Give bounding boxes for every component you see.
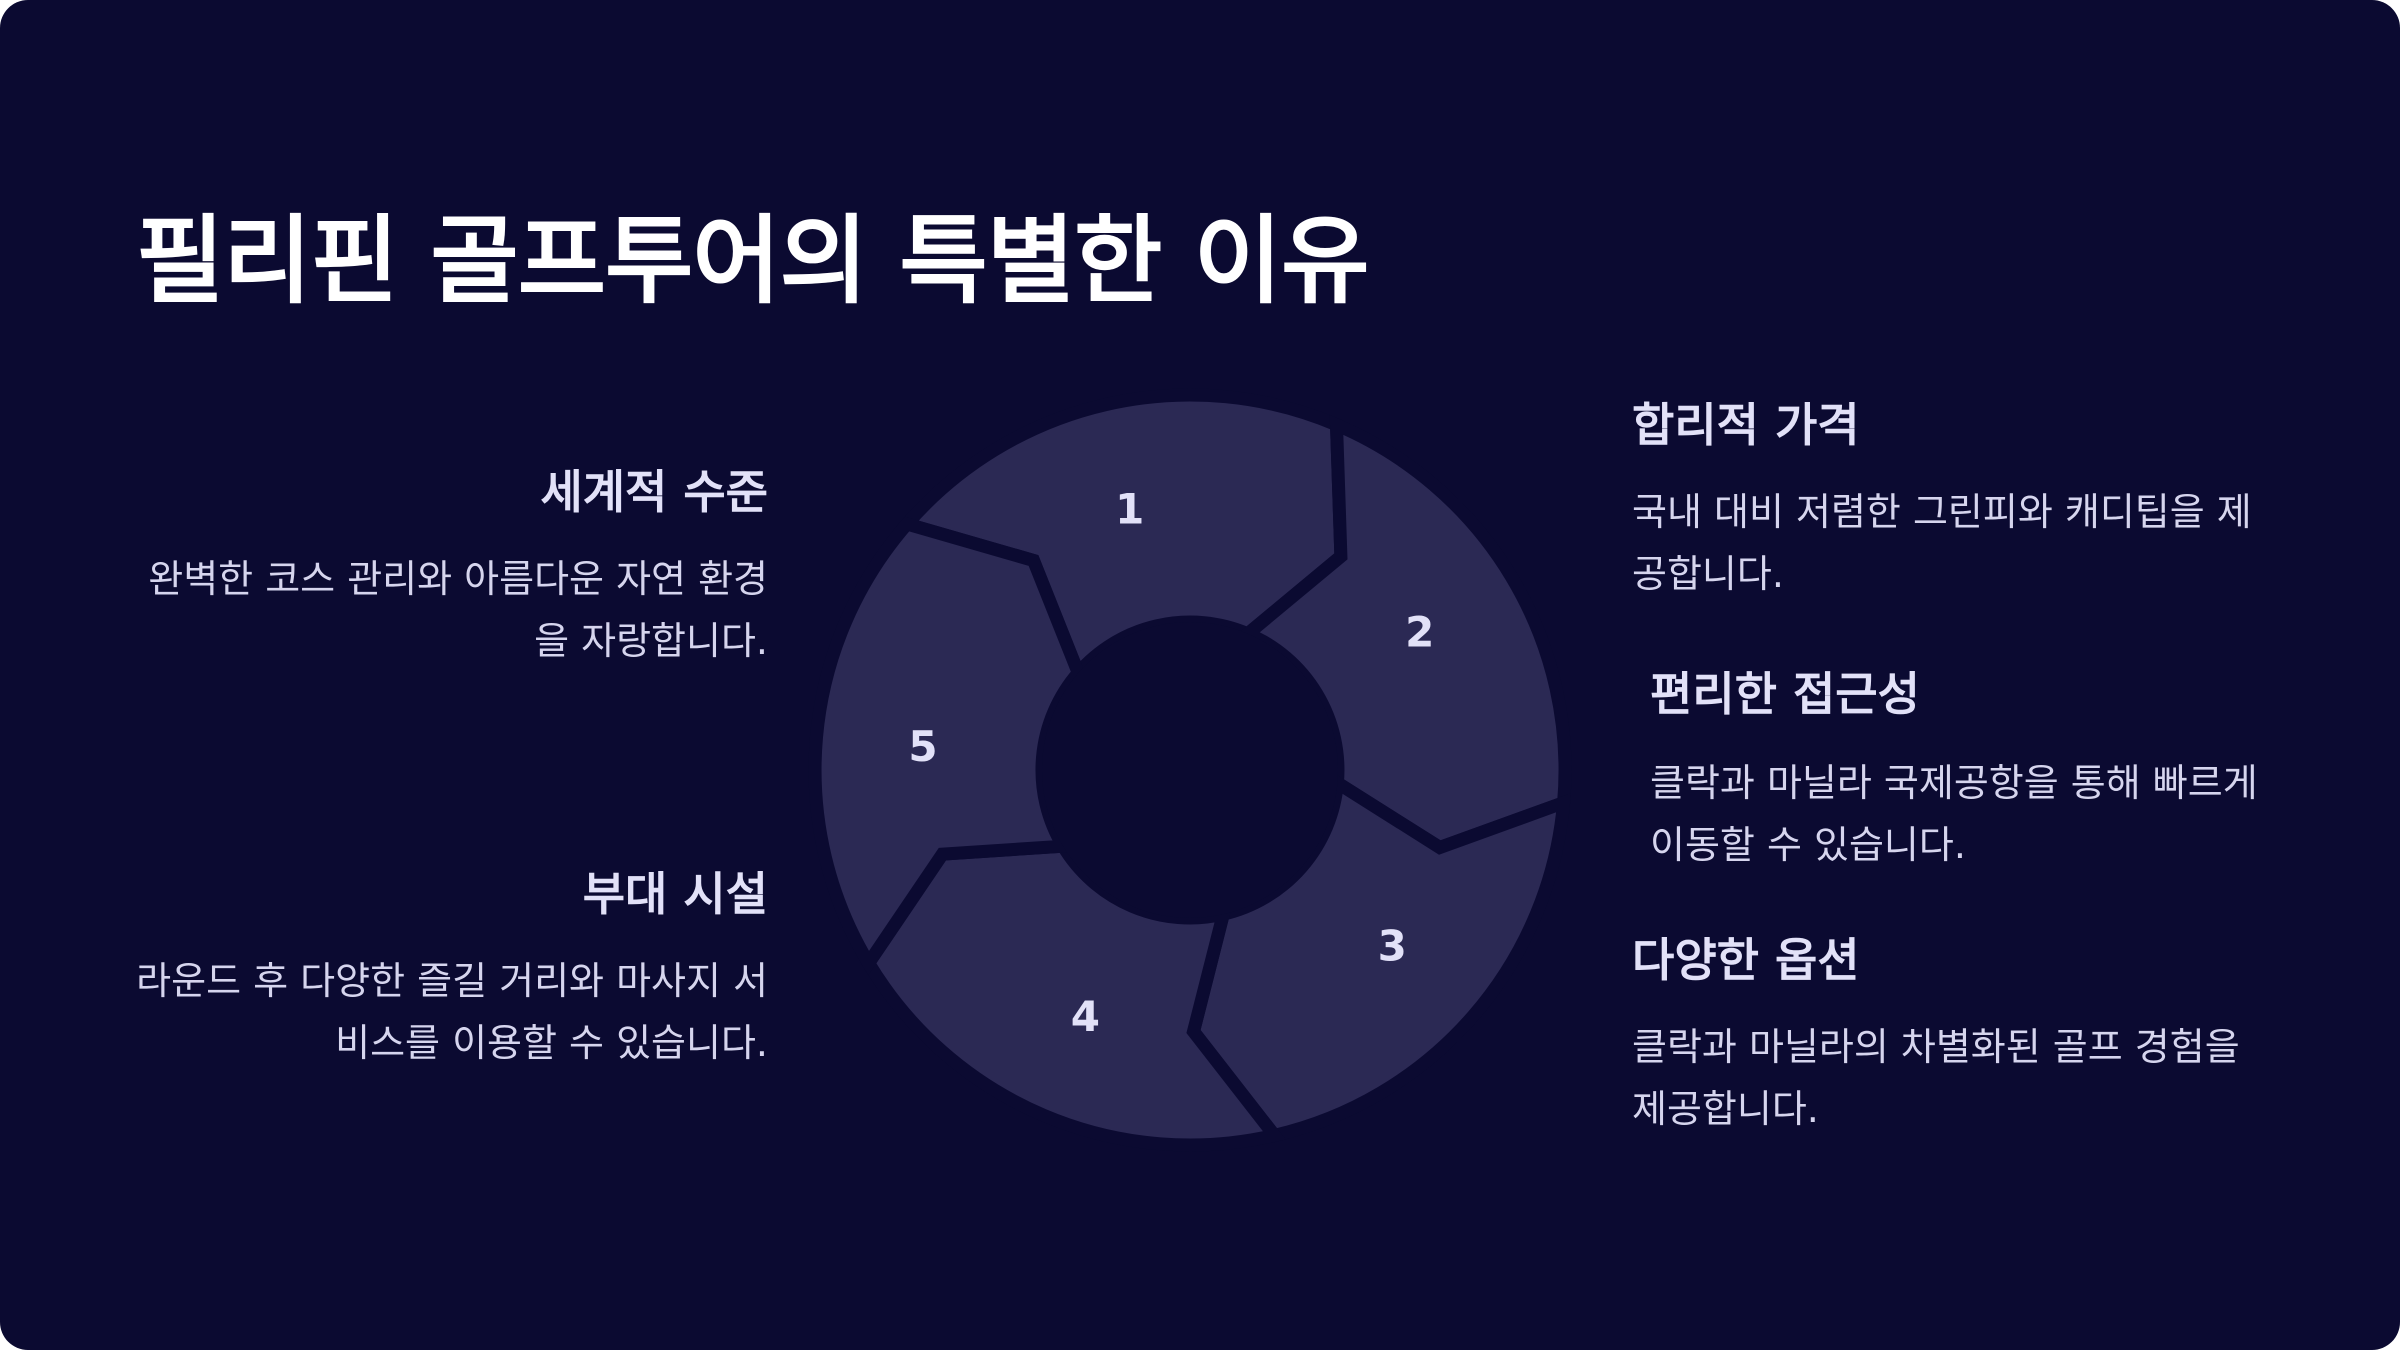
cycle-step-number: 4	[1071, 992, 1100, 1041]
cycle-step-number: 5	[908, 722, 937, 771]
feature-heading: 세계적 수준	[540, 465, 768, 519]
cycle-step-number: 1	[1115, 484, 1144, 533]
feature-description: 클락과 마닐라의 차별화된 골프 경험을 제공합니다.	[1632, 1025, 2240, 1131]
cycle-labels: 1 2 3 4 5	[908, 484, 1434, 1041]
feature-heading: 다양한 옵션	[1632, 933, 1860, 987]
feature-description: 국내 대비 저렴한 그린피와 캐디팁을 제공합니다.	[1632, 490, 2252, 596]
feature-facilities: 부대 시설 라운드 후 다양한 즐길 거리와 마사지 서비스를 이용할 수 있습…	[130, 864, 768, 1074]
feature-description: 완벽한 코스 관리와 아름다운 자연 환경을 자랑합니다.	[148, 557, 768, 663]
feature-access: 편리한 접근성 클락과 마닐라 국제공항을 통해 빠르게 이동할 수 있습니다.	[1650, 664, 2290, 876]
feature-heading: 부대 시설	[582, 867, 768, 921]
cycle-center	[1042, 622, 1338, 918]
cycle-step-number: 2	[1405, 608, 1434, 657]
feature-heading: 합리적 가격	[1632, 398, 1860, 452]
feature-description: 라운드 후 다양한 즐길 거리와 마사지 서비스를 이용할 수 있습니다.	[136, 959, 768, 1065]
feature-options: 다양한 옵션 클락과 마닐라의 차별화된 골프 경험을 제공합니다.	[1632, 930, 2272, 1140]
cycle-diagram: 1 2 3 4 5	[808, 388, 1572, 1152]
cycle-segments	[808, 388, 1572, 1152]
feature-world-class: 세계적 수준 완벽한 코스 관리와 아름다운 자연 환경을 자랑합니다.	[130, 462, 768, 672]
cycle-step-number: 3	[1378, 921, 1407, 970]
feature-heading: 편리한 접근성	[1650, 667, 1920, 721]
feature-description: 클락과 마닐라 국제공항을 통해 빠르게 이동할 수 있습니다.	[1650, 761, 2258, 867]
feature-price: 합리적 가격 국내 대비 저렴한 그린피와 캐디팁을 제공합니다.	[1632, 395, 2272, 605]
slide-title: 필리핀 골프투어의 특별한 이유	[136, 205, 1369, 317]
